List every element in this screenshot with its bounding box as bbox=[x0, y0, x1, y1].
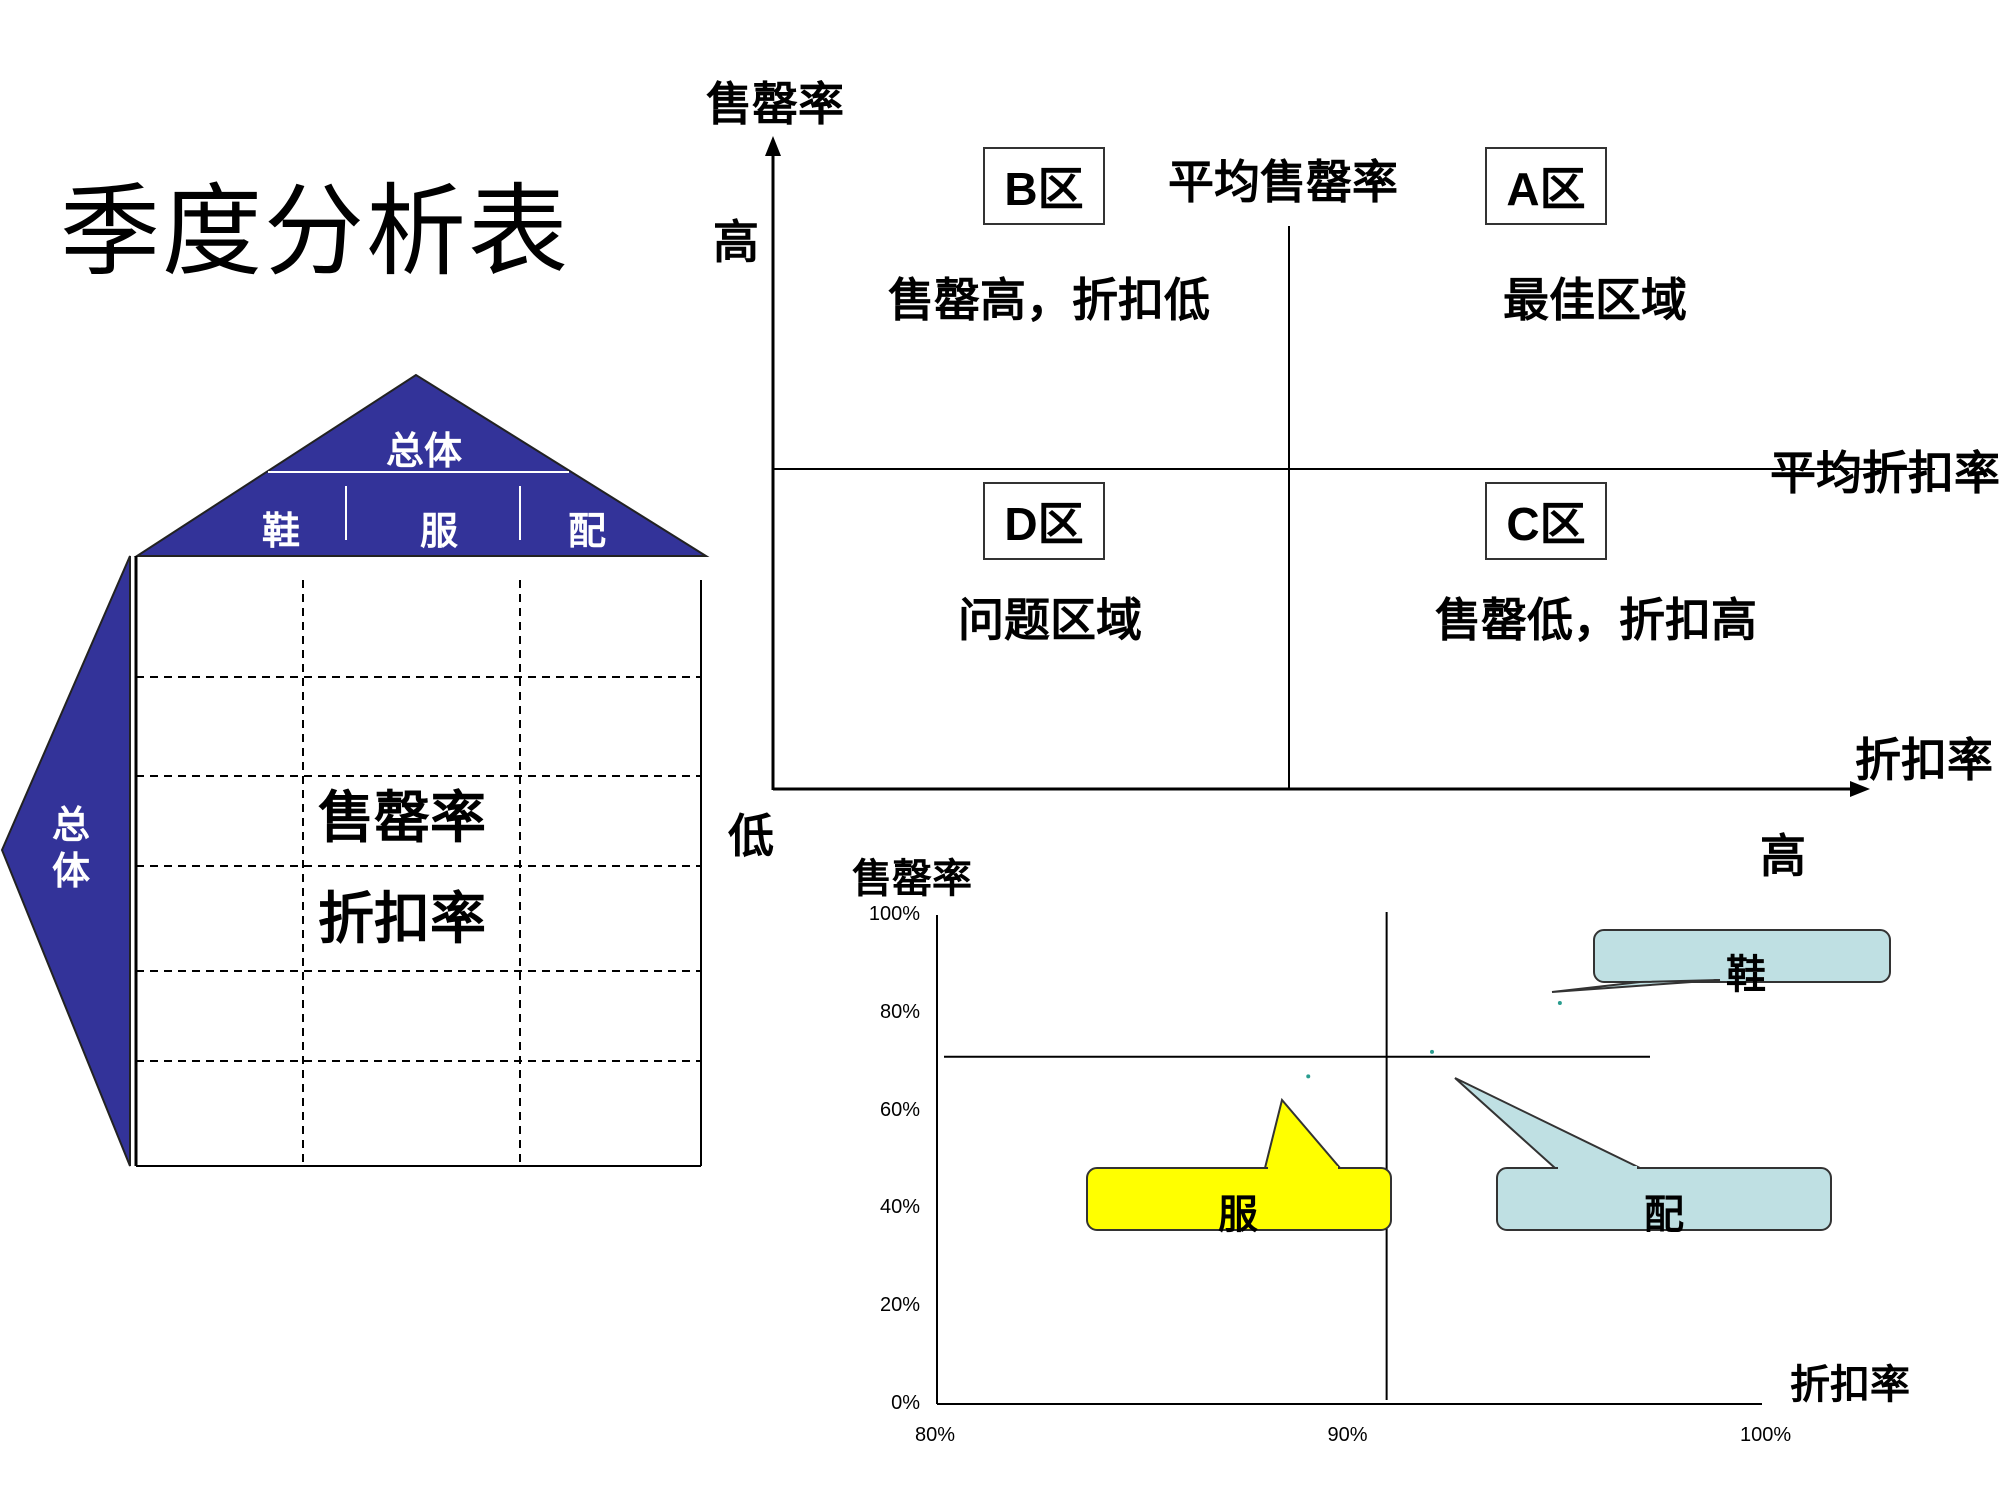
cell-discount: 折扣率 bbox=[318, 887, 486, 952]
callout-shoes bbox=[1593, 929, 1891, 983]
x-tick-label: 90% bbox=[1327, 1424, 1368, 1446]
x-tick-label: 80% bbox=[915, 1424, 956, 1446]
roof-col-shoes: 鞋 bbox=[262, 509, 301, 553]
zone-d-box: D区 bbox=[983, 482, 1105, 560]
zone-a-desc: 最佳区域 bbox=[1503, 273, 1687, 327]
roof-total-label: 总体 bbox=[386, 429, 463, 473]
callout-label-shoes: 鞋 bbox=[1726, 952, 1766, 998]
zone-c-desc: 售罄低，折扣高 bbox=[1435, 593, 1757, 647]
page-title: 季度分析表 bbox=[60, 173, 570, 290]
avg-discount-label: 平均折扣率 bbox=[1770, 446, 2000, 500]
callout-apparel-pointer bbox=[1263, 1097, 1343, 1169]
chart-x-label: 折扣率 bbox=[1790, 1362, 1910, 1408]
zone-c-box: C区 bbox=[1485, 482, 1607, 560]
y-tick-label: 40% bbox=[879, 1196, 920, 1219]
side-total-label: 总体 bbox=[52, 803, 91, 893]
y-tick-label: 60% bbox=[879, 1098, 920, 1121]
data-point-0 bbox=[1557, 1001, 1562, 1006]
callout-apparel bbox=[1086, 1167, 1392, 1231]
cell-sell-through: 售罄率 bbox=[318, 786, 486, 851]
callout-label-accessories: 配 bbox=[1644, 1192, 1684, 1238]
avg-sell-through-label: 平均售罄率 bbox=[1168, 155, 1398, 209]
y-arrowhead bbox=[765, 136, 781, 156]
callout-accessories-pointer bbox=[1454, 1077, 1641, 1169]
y-tick-label: 20% bbox=[879, 1294, 920, 1317]
chart-y-label: 售罄率 bbox=[852, 856, 972, 902]
y-tick-label: 0% bbox=[891, 1392, 920, 1414]
roof-col-apparel: 服 bbox=[420, 509, 459, 553]
roof-triangle bbox=[133, 373, 710, 557]
roof-col-accessories: 配 bbox=[568, 509, 607, 553]
callout-shoes-pointer bbox=[1551, 979, 1721, 993]
zone-b-desc: 售罄高，折扣低 bbox=[888, 273, 1210, 327]
side-shape bbox=[0, 555, 131, 1167]
y-axis-label: 售罄率 bbox=[706, 77, 844, 131]
x-high-label: 高 bbox=[1760, 829, 1806, 883]
y-high-label: 高 bbox=[713, 215, 759, 269]
y-tick-label: 80% bbox=[879, 1000, 920, 1023]
zone-a-box: A区 bbox=[1485, 147, 1607, 225]
data-point-1 bbox=[1306, 1074, 1311, 1079]
x-axis-label: 折扣率 bbox=[1855, 733, 1993, 787]
callout-label-apparel: 服 bbox=[1218, 1192, 1258, 1238]
low-label: 低 bbox=[728, 809, 774, 863]
x-arrowhead bbox=[1850, 781, 1870, 797]
x-tick-label: 100% bbox=[1740, 1424, 1792, 1446]
zone-b-box: B区 bbox=[983, 147, 1105, 225]
data-point-2 bbox=[1430, 1049, 1434, 1054]
y-tick-label: 100% bbox=[868, 903, 920, 925]
callout-accessories bbox=[1496, 1167, 1832, 1231]
zone-d-desc: 问题区域 bbox=[958, 593, 1142, 647]
